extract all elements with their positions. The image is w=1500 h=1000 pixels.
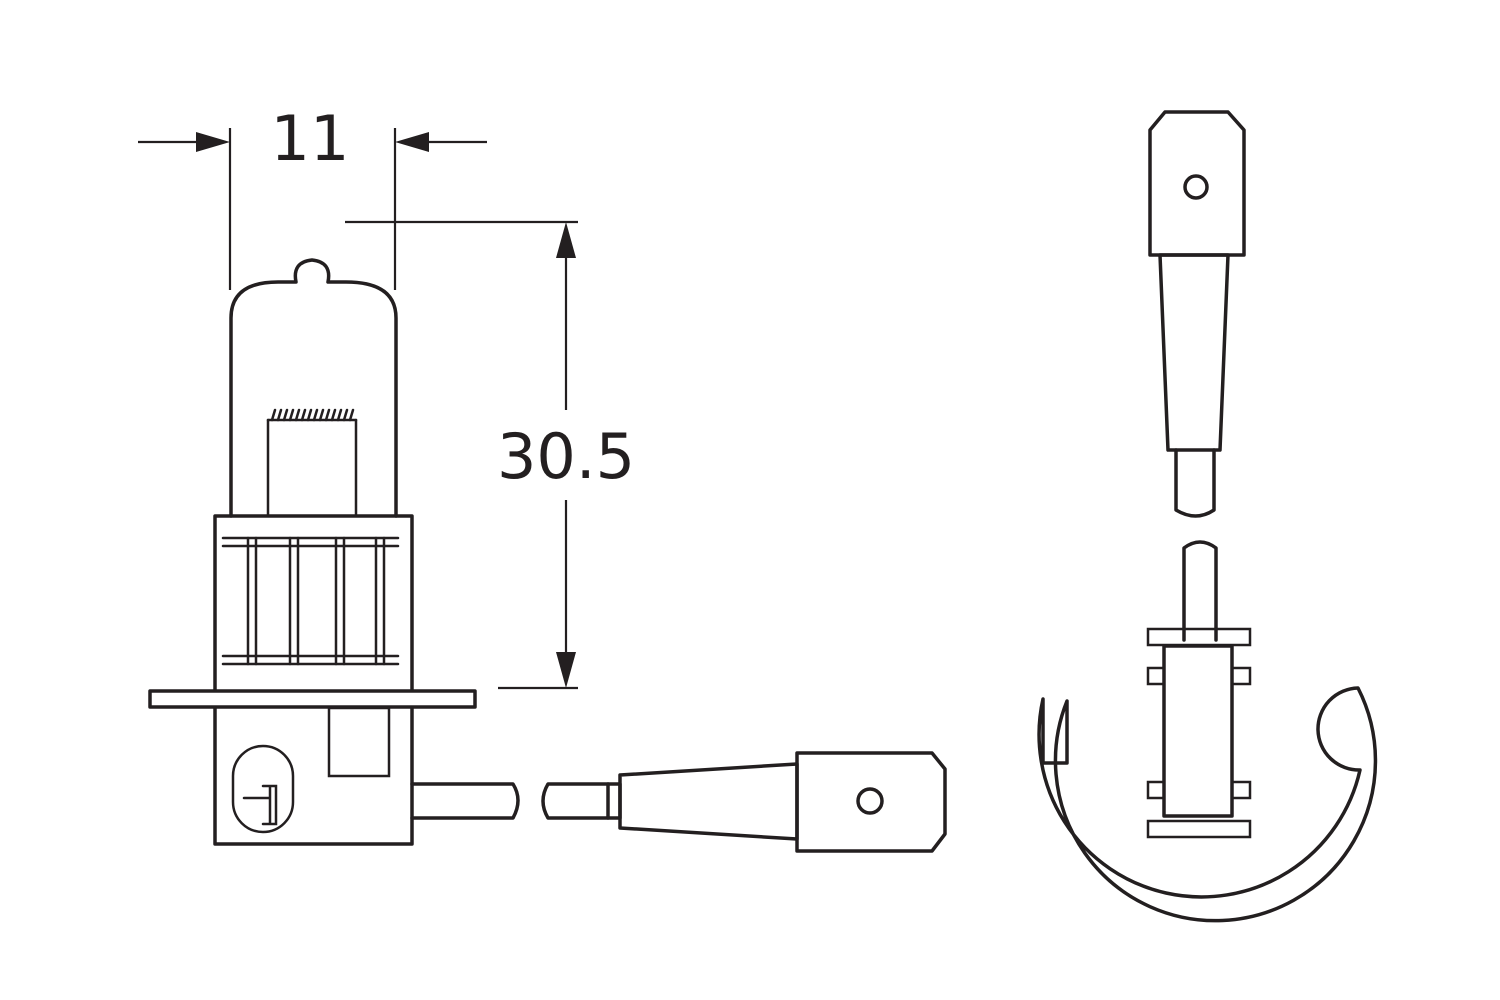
filament: [266, 408, 358, 518]
flat-terminal: [795, 751, 947, 853]
glass-envelope: [229, 258, 398, 518]
sleeve-top: [1158, 253, 1230, 452]
connector-side-view: [541, 751, 947, 853]
wire-bottom-end: [1182, 540, 1218, 642]
lead-wire-stub: [410, 782, 520, 820]
wire-ferrule: [606, 782, 622, 820]
bulb-side-view: [148, 258, 520, 846]
contact-block: [1162, 644, 1234, 818]
height-dimension: 30.5: [345, 220, 635, 690]
socket-clips: [221, 536, 400, 666]
flange-disc: [1037, 686, 1378, 923]
height-dimension-label: 30.5: [497, 420, 635, 493]
lead-wire-end: [541, 782, 610, 820]
mounting-flange: [148, 689, 477, 709]
inner-tab: [327, 706, 391, 778]
terminal-top: [1148, 110, 1246, 257]
flange-front-view: [1037, 540, 1378, 923]
width-dimension: 11: [138, 102, 487, 290]
ground-tab-icon: [242, 784, 278, 826]
terminal-hole: [856, 787, 884, 815]
connector-front-view: [1148, 110, 1246, 518]
ground-contact: [231, 744, 295, 834]
terminal-top-hole: [1183, 174, 1209, 200]
width-dimension-label: 11: [271, 102, 350, 175]
wire-top-end: [1174, 448, 1216, 518]
socket-body: [213, 514, 414, 846]
connector-sleeve: [618, 762, 799, 841]
